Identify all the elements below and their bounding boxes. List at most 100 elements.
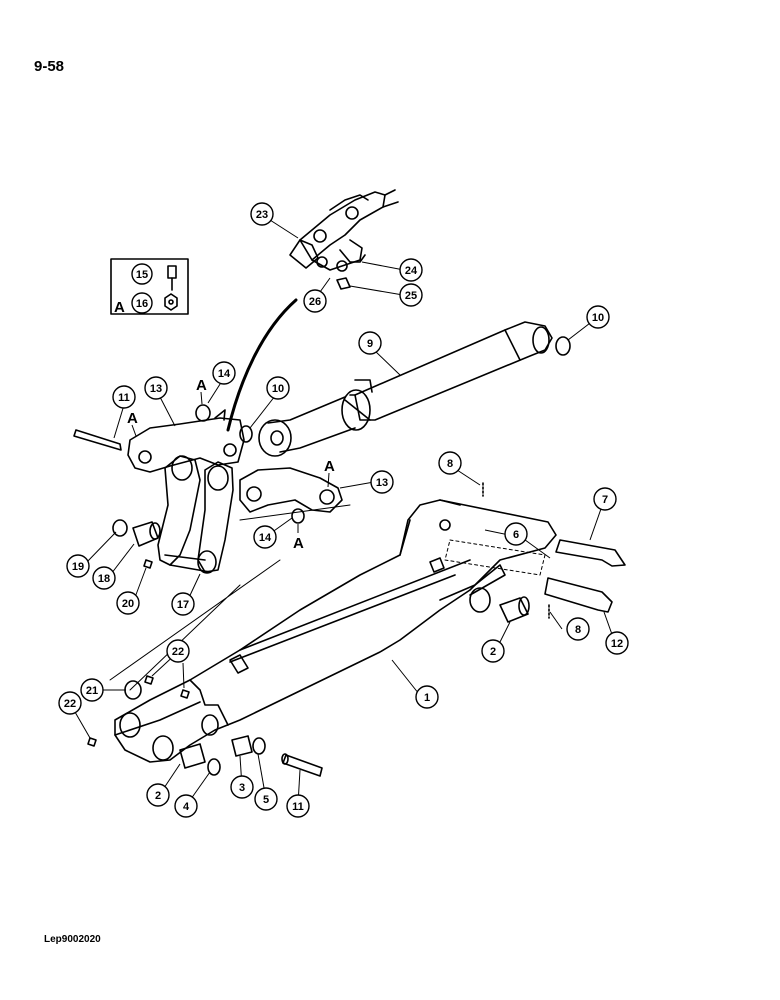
svg-text:11: 11	[292, 801, 304, 813]
connecting-link	[157, 455, 234, 574]
pin	[282, 754, 323, 777]
svg-text:15: 15	[136, 269, 148, 281]
bucket-linkage-inset	[289, 189, 399, 290]
callout-22-upper: 22	[166, 639, 190, 663]
grease-fitting	[143, 559, 153, 569]
callout-9: 9	[358, 331, 382, 355]
svg-text:9: 9	[367, 338, 373, 350]
washer	[112, 519, 128, 537]
svg-text:3: 3	[239, 782, 245, 794]
svg-text:1: 1	[424, 692, 430, 704]
svg-text:22: 22	[64, 698, 76, 710]
washer	[195, 404, 211, 422]
callout-5: 5	[254, 787, 278, 811]
svg-text:8: 8	[575, 624, 581, 636]
svg-text:6: 6	[513, 529, 519, 541]
callout-21: 21	[80, 678, 104, 702]
svg-text:16: 16	[136, 298, 148, 310]
detail-box-a	[110, 258, 189, 315]
callout-22-lower: 22	[58, 691, 82, 715]
callout-23: 23	[250, 202, 274, 226]
callout-2-right: 2	[481, 639, 505, 663]
washer	[207, 758, 221, 776]
view-marker-a: A	[196, 377, 207, 394]
svg-text:4: 4	[183, 801, 190, 813]
reference-code: Lep9002020	[44, 934, 101, 945]
callout-2-left: 2	[146, 783, 170, 807]
callout-26: 26	[303, 289, 327, 313]
callout-25: 25	[399, 283, 423, 307]
washer	[252, 737, 266, 755]
bushing	[179, 743, 206, 769]
pin	[73, 429, 122, 451]
washer	[555, 336, 571, 356]
grease-fitting	[144, 675, 154, 685]
bushing	[499, 597, 529, 623]
pin	[555, 539, 626, 567]
view-markers: A A A A A	[114, 299, 335, 552]
callout-3: 3	[230, 775, 254, 799]
svg-text:12: 12	[611, 638, 623, 650]
callout-12: 12	[605, 631, 629, 655]
svg-text:13: 13	[376, 477, 388, 489]
callout-24: 24	[399, 258, 423, 282]
svg-text:8: 8	[447, 458, 453, 470]
callout-10-right: 10	[586, 305, 610, 329]
svg-text:13: 13	[150, 383, 162, 395]
callout-13-upper: 13	[144, 376, 168, 400]
callout-11-lower: 11	[286, 794, 310, 818]
callout-13-lower: 13	[370, 470, 394, 494]
svg-text:7: 7	[602, 494, 608, 506]
svg-text:21: 21	[86, 685, 98, 697]
svg-text:26: 26	[309, 296, 321, 308]
washer	[291, 508, 305, 524]
svg-text:14: 14	[218, 368, 231, 380]
boom-cylinder	[258, 321, 553, 457]
link-plate-upper	[127, 409, 245, 473]
view-marker-a: A	[293, 535, 304, 552]
callout-19: 19	[66, 554, 90, 578]
svg-text:17: 17	[177, 599, 189, 611]
bushing	[231, 735, 253, 757]
pin	[544, 577, 613, 613]
view-marker-a: A	[324, 458, 335, 475]
callout-15: 15	[131, 263, 153, 285]
callout-18: 18	[92, 566, 116, 590]
svg-text:2: 2	[155, 790, 161, 802]
grease-fitting	[180, 689, 190, 699]
washer	[124, 680, 142, 700]
detail-box-marker: A	[114, 299, 125, 316]
link-plate-lower	[239, 467, 343, 513]
svg-text:18: 18	[98, 573, 110, 585]
callout-17-box: 17	[0, 0, 12, 3]
callout-1: 1	[415, 685, 439, 709]
callout-14-lower: 14	[253, 525, 277, 549]
svg-text:25: 25	[405, 290, 417, 302]
view-marker-a: A	[127, 410, 138, 427]
svg-text:14: 14	[259, 532, 272, 544]
callout-10-left: 10	[266, 376, 290, 400]
callout-7: 7	[593, 487, 617, 511]
svg-text:2: 2	[490, 646, 496, 658]
callout-8-upper: 8	[438, 451, 462, 475]
callout-17: 17	[171, 592, 195, 616]
svg-text:20: 20	[122, 598, 134, 610]
main-boom	[114, 499, 557, 763]
svg-text:22: 22	[172, 646, 184, 658]
svg-text:19: 19	[72, 561, 84, 573]
svg-text:5: 5	[263, 794, 269, 806]
svg-text:11: 11	[118, 392, 130, 404]
svg-text:10: 10	[592, 312, 604, 324]
svg-text:10: 10	[272, 383, 284, 395]
bushing	[132, 521, 159, 547]
callout-4: 4	[174, 794, 198, 818]
svg-text:24: 24	[405, 265, 418, 277]
washer	[239, 425, 253, 443]
callout-14-upper: 14	[212, 361, 236, 385]
callout-6: 6	[504, 522, 528, 546]
callout-8-lower: 8	[566, 617, 590, 641]
callout-16: 16	[131, 292, 153, 314]
page-number: 9-58	[34, 58, 65, 75]
callout-11-upper: 11	[112, 385, 136, 409]
